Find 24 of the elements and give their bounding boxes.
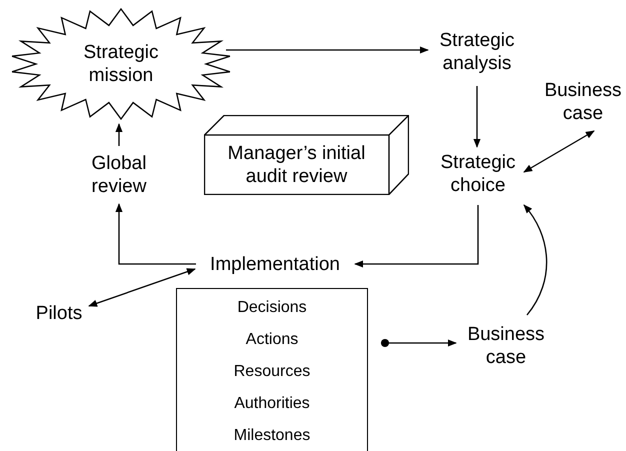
node-label: Manager’s initial audit review [226, 142, 366, 188]
arrow [115, 203, 196, 265]
arrow [88, 268, 196, 307]
node-label: Strategic choice [440, 151, 516, 197]
list-item: Decisions [237, 298, 307, 318]
arrow [473, 86, 481, 148]
node-label: Strategic mission [82, 41, 160, 87]
arrow [380, 338, 457, 348]
list-item: Milestones [234, 426, 310, 446]
list-box [176, 288, 368, 451]
arrow [523, 204, 548, 316]
node-label: Implementation [210, 252, 340, 276]
list-item: Resources [234, 362, 310, 382]
arrow [115, 123, 123, 146]
node-label: Strategic analysis [438, 29, 516, 75]
node-label: Business case [543, 79, 623, 125]
arrow [226, 46, 429, 54]
list-item: Actions [246, 330, 298, 350]
list-item: Authorities [234, 394, 310, 414]
arrow [354, 205, 479, 268]
node-label: Pilots [36, 302, 82, 324]
arrow [523, 130, 595, 173]
node-label: Global review [90, 152, 148, 198]
node-label: Business case [466, 323, 546, 369]
